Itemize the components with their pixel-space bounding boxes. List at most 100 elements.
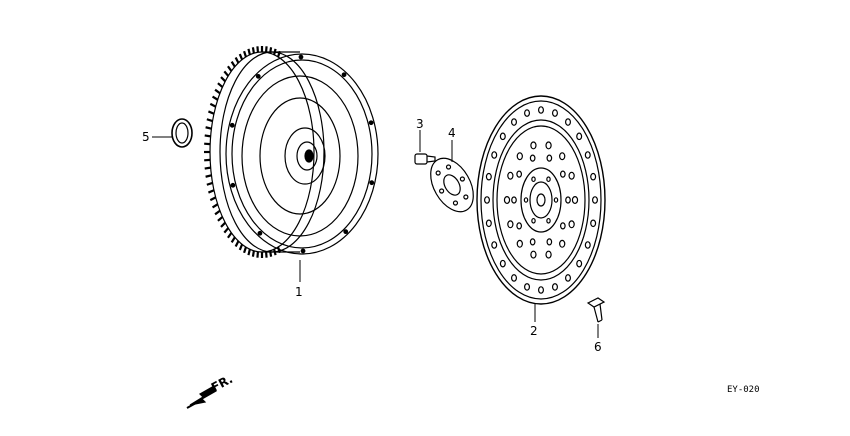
washer-hole xyxy=(439,188,445,194)
plate-hole xyxy=(499,132,506,141)
gear-tooth xyxy=(223,70,230,77)
gear-tooth xyxy=(230,61,236,68)
plate-hole xyxy=(553,197,559,203)
plate-hole xyxy=(559,239,566,248)
gear-tooth xyxy=(238,243,244,251)
plate-hole xyxy=(485,219,492,228)
plate-hole xyxy=(524,283,531,291)
gear-tooth xyxy=(227,65,233,72)
flange-hole xyxy=(229,122,235,128)
plate-hole xyxy=(503,196,511,205)
plate-hole xyxy=(568,220,575,229)
bolt-6 xyxy=(586,297,606,323)
plate-hole xyxy=(537,106,544,114)
plate-hole xyxy=(511,118,518,126)
gear-tooth xyxy=(211,95,219,101)
plate-hole xyxy=(485,172,492,181)
plate-hole xyxy=(491,241,498,249)
plate-hole xyxy=(491,151,498,159)
gear-tooth xyxy=(214,88,221,95)
plate-hole xyxy=(591,196,598,204)
torque-converter xyxy=(204,46,379,258)
plate-hole xyxy=(531,217,536,224)
flange-hole xyxy=(230,182,236,188)
bolt-3 xyxy=(414,153,436,165)
gear-tooth xyxy=(206,181,213,186)
callout-5: 5 xyxy=(142,130,150,144)
plate-hole xyxy=(523,197,529,203)
plate-hole xyxy=(571,196,579,205)
flange-hole xyxy=(257,230,263,236)
washer-hole xyxy=(452,200,459,206)
plate-hole xyxy=(546,176,551,183)
plate-hole xyxy=(524,109,531,117)
gear-tooth xyxy=(217,216,224,222)
callout-2: 2 xyxy=(530,324,538,338)
washer-hole xyxy=(445,164,452,170)
leader-lines xyxy=(152,130,599,338)
plate-hole xyxy=(537,286,544,294)
plate-hole xyxy=(529,154,536,162)
gear-tooth xyxy=(205,126,212,130)
plate-hole xyxy=(516,152,523,161)
plate-hole xyxy=(590,172,597,181)
washer-hole xyxy=(435,170,441,176)
flange-hole xyxy=(341,72,347,78)
gear-tooth xyxy=(209,196,217,202)
plate-hole xyxy=(545,141,552,150)
plate-hole xyxy=(511,196,517,204)
plate-hole xyxy=(564,118,571,126)
drive-plate xyxy=(476,95,606,305)
plate-hole xyxy=(546,238,553,246)
gear-tooth xyxy=(204,166,211,170)
gear-tooth xyxy=(227,232,233,239)
gear-tooth xyxy=(247,248,251,256)
front-direction-arrow xyxy=(186,385,217,409)
plate-hole xyxy=(531,176,536,183)
gear-tooth xyxy=(230,236,236,243)
plate-hole xyxy=(584,151,591,159)
flange-hole xyxy=(343,229,349,235)
figure-code: EY-020 xyxy=(727,385,760,395)
gear-tooth xyxy=(204,134,211,138)
gear-tooth xyxy=(211,203,219,209)
o-ring xyxy=(171,118,193,148)
plate-hole xyxy=(530,141,537,150)
plate-hole xyxy=(484,196,491,204)
plate-hole xyxy=(529,238,536,246)
plate-hole xyxy=(499,259,506,268)
plate-hole xyxy=(559,152,566,161)
gear-tooth xyxy=(217,82,224,88)
flange-hole xyxy=(369,180,375,186)
callout-6: 6 xyxy=(594,340,602,354)
gear-tooth xyxy=(206,118,213,123)
flange-hole xyxy=(368,120,374,126)
flange-hole xyxy=(300,248,306,254)
converter-bolt-holes xyxy=(229,54,375,254)
gear-tooth xyxy=(220,221,227,228)
gear-tooth xyxy=(220,76,227,83)
callout-4: 4 xyxy=(448,126,456,140)
gear-tooth xyxy=(243,246,247,254)
plate-hole xyxy=(568,171,575,180)
gear-tooth xyxy=(251,250,255,257)
flange-hole xyxy=(255,73,261,79)
gear-tooth xyxy=(243,50,247,58)
plate-hole xyxy=(516,222,523,230)
plate-hole xyxy=(584,241,591,249)
front-direction-label: FR. xyxy=(209,372,235,395)
plate-hole xyxy=(590,219,597,228)
plate-hole xyxy=(564,274,571,282)
plate-hole xyxy=(545,250,552,259)
plate-hole xyxy=(507,171,514,180)
drive-plate-holes xyxy=(484,106,598,294)
gear-tooth xyxy=(223,227,230,234)
gear-tooth xyxy=(214,209,221,216)
plate-hole xyxy=(511,274,518,282)
plate-hole xyxy=(565,196,571,204)
gear-tooth xyxy=(205,174,212,178)
gear-tooth xyxy=(251,47,255,54)
plate-hole xyxy=(551,283,558,291)
plate-hole xyxy=(516,170,523,178)
plate-hole xyxy=(576,259,583,268)
